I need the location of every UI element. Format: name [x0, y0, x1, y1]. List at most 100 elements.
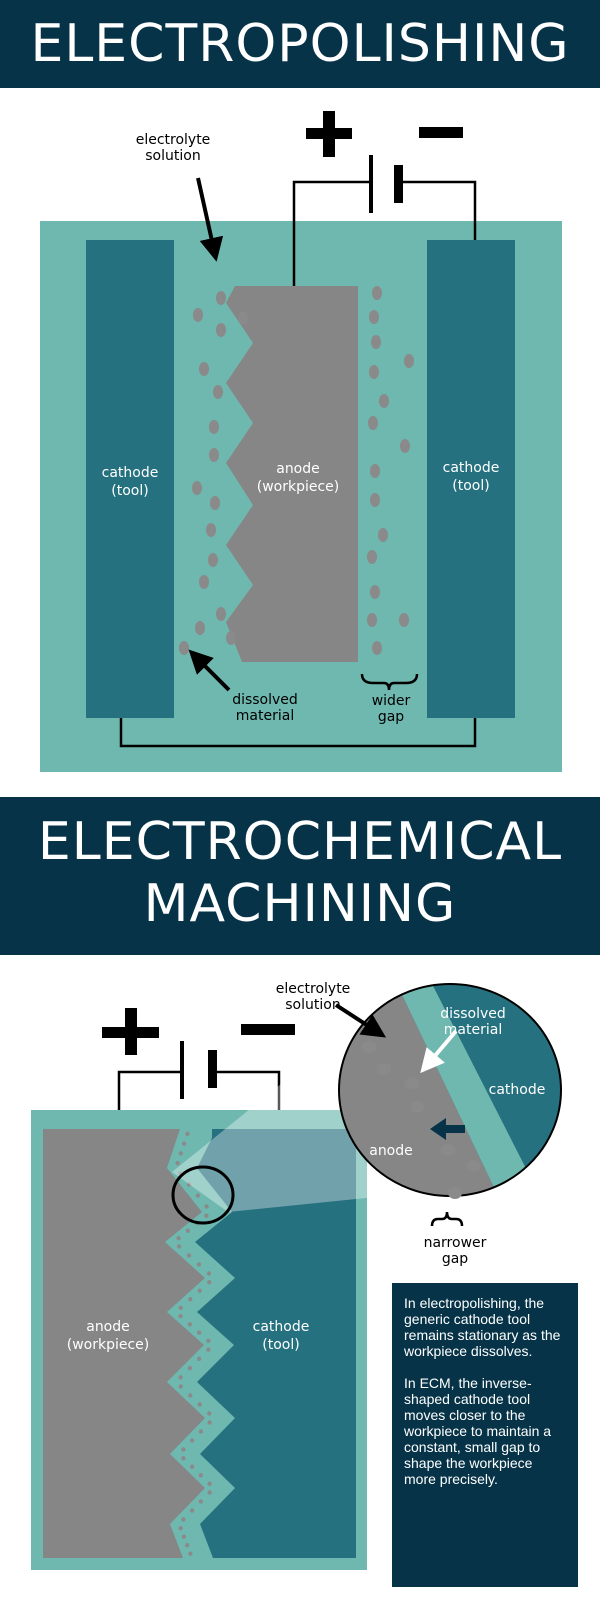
ecm-dot [204, 1204, 209, 1209]
ecm-dot [197, 1288, 202, 1293]
ecm-dot [181, 1447, 186, 1452]
ecm-dissolved-dots [175, 1131, 212, 1556]
electropolishing-title: ELECTROPOLISHING [30, 14, 570, 74]
ecm-dot [207, 1490, 212, 1495]
ecm-dot [189, 1438, 195, 1443]
ecm-dot [181, 1456, 186, 1461]
ecm-dot [181, 1141, 187, 1146]
right-cathode-label-line2: (tool) [452, 478, 489, 494]
electropolishing-title-banner: ELECTROPOLISHING [0, 0, 600, 88]
ecm-dot [195, 1193, 201, 1198]
dissolved-dots-left [179, 291, 248, 655]
ecm-dot [207, 1481, 212, 1486]
narrower-gap-label-line1: narrower [424, 1235, 487, 1251]
dissolved-dots-right [367, 286, 414, 655]
ecm-dot [187, 1365, 193, 1371]
ecm-electrolyte-arrow [334, 1003, 387, 1038]
ecm-dot [176, 1236, 181, 1241]
ecm-dot [181, 1534, 187, 1539]
ecm-dot [207, 1280, 212, 1285]
battery-positive-plate [369, 155, 373, 213]
dissolved-label-line1: dissolved [232, 692, 298, 708]
ecm-dot [206, 1338, 211, 1344]
electrolyte-label-line2: solution [145, 148, 200, 164]
electrolyte-arrow [196, 177, 224, 262]
ecm-dot [188, 1393, 193, 1398]
circuit-wire-top [292, 180, 477, 287]
circuit-wire-bottom [119, 716, 477, 748]
ecm-battery-negative-plate [208, 1050, 217, 1088]
ecm-dot [186, 1182, 192, 1187]
electrolyte-label-line1: electrolyte [136, 132, 211, 148]
ecm-dot [196, 1262, 202, 1267]
zoom-projection [172, 1000, 395, 1212]
ecm-dot [206, 1271, 212, 1276]
ecm-dot [175, 1160, 180, 1166]
ecm-dot [178, 1526, 183, 1531]
ecm-anode-label-line2: (workpiece) [67, 1337, 150, 1353]
cathode-movement-arrow-icon [430, 1118, 465, 1140]
ecm-title-banner: ELECTROCHEMICAL MACHINING [0, 797, 600, 955]
ecm-cathode-label-line1: cathode [253, 1319, 310, 1335]
zoom-dissolved-label-line1: dissolved [440, 1006, 506, 1022]
ecm-dot [176, 1244, 182, 1249]
dissolved-material-arrow [188, 649, 231, 692]
ecm-dot [207, 1411, 212, 1416]
right-cathode [427, 240, 515, 718]
zoom-dissolved-label-line2: material [444, 1022, 502, 1038]
ecm-dot [187, 1322, 193, 1327]
ecm-dot [198, 1499, 204, 1504]
ecm-dot [178, 1375, 183, 1380]
plus-sign-icon [306, 111, 352, 157]
ecm-electrolyte-label-line2: solution [285, 997, 340, 1013]
anode-label-line1: anode [276, 461, 320, 477]
ecm-dot [184, 1543, 190, 1548]
ecm-dot [196, 1356, 202, 1362]
info-paragraph-ecm: In ECM, the inverse-shaped cathode tool … [404, 1375, 552, 1487]
wider-gap-label-line1: wider [372, 693, 411, 709]
ecm-dot [181, 1517, 186, 1522]
electropolishing-diagram: electrolyte solution cathode (tool) anod… [40, 111, 562, 772]
ecm-dot [185, 1131, 190, 1137]
left-cathode-label-line1: cathode [102, 465, 159, 481]
wider-gap-brace [360, 673, 419, 691]
battery-negative-plate [394, 165, 403, 203]
ecm-battery-positive-plate [180, 1041, 184, 1099]
zoom-source-circle [171, 1165, 235, 1225]
ecm-circuit-wire [117, 1070, 281, 1110]
ecm-dot [185, 1228, 191, 1233]
anode-workpiece [226, 286, 358, 662]
ecm-cathode-label-line2: (tool) [262, 1337, 299, 1353]
ecm-cathode-tool [195, 1129, 356, 1558]
ecm-dot [178, 1313, 183, 1319]
ecm-dot [197, 1402, 202, 1407]
ecm-dot [189, 1464, 195, 1469]
ecm-dot [204, 1213, 209, 1218]
ecm-dot [207, 1420, 212, 1425]
zoom-dissolved-dots [362, 1041, 481, 1199]
zoom-anode-label: anode [369, 1143, 413, 1159]
ecm-dot [198, 1473, 204, 1478]
ecm-dot [189, 1508, 195, 1513]
ecm-dot [196, 1330, 202, 1335]
ecm-dot [178, 1384, 183, 1389]
zoom-cathode-label: cathode [489, 1082, 546, 1098]
ecm-dissolved-arrow [420, 1029, 458, 1074]
narrower-gap-label-line2: gap [442, 1251, 468, 1267]
ecm-title-line2: MACHINING [143, 874, 457, 934]
ecm-dot [178, 1305, 183, 1310]
ecm-dot [198, 1429, 204, 1434]
info-paragraph-electropolishing: In electropolishing, the generic cathode… [404, 1295, 561, 1359]
ecm-dot [186, 1253, 192, 1258]
right-cathode-label-line1: cathode [443, 460, 500, 476]
ecm-minus-sign-icon [241, 1024, 295, 1035]
wider-gap-label-line2: gap [378, 709, 404, 725]
anode-label-line2: (workpiece) [257, 479, 340, 495]
ecm-anode-workpiece [43, 1129, 205, 1558]
ecm-diagram: electrolyte solution dissolved material … [31, 981, 562, 1570]
left-cathode [86, 240, 174, 718]
ecm-plus-sign-icon [102, 1008, 159, 1055]
ecm-anode-label-line1: anode [86, 1319, 130, 1335]
narrower-gap-brace [430, 1211, 464, 1227]
ecm-dot [206, 1347, 211, 1352]
